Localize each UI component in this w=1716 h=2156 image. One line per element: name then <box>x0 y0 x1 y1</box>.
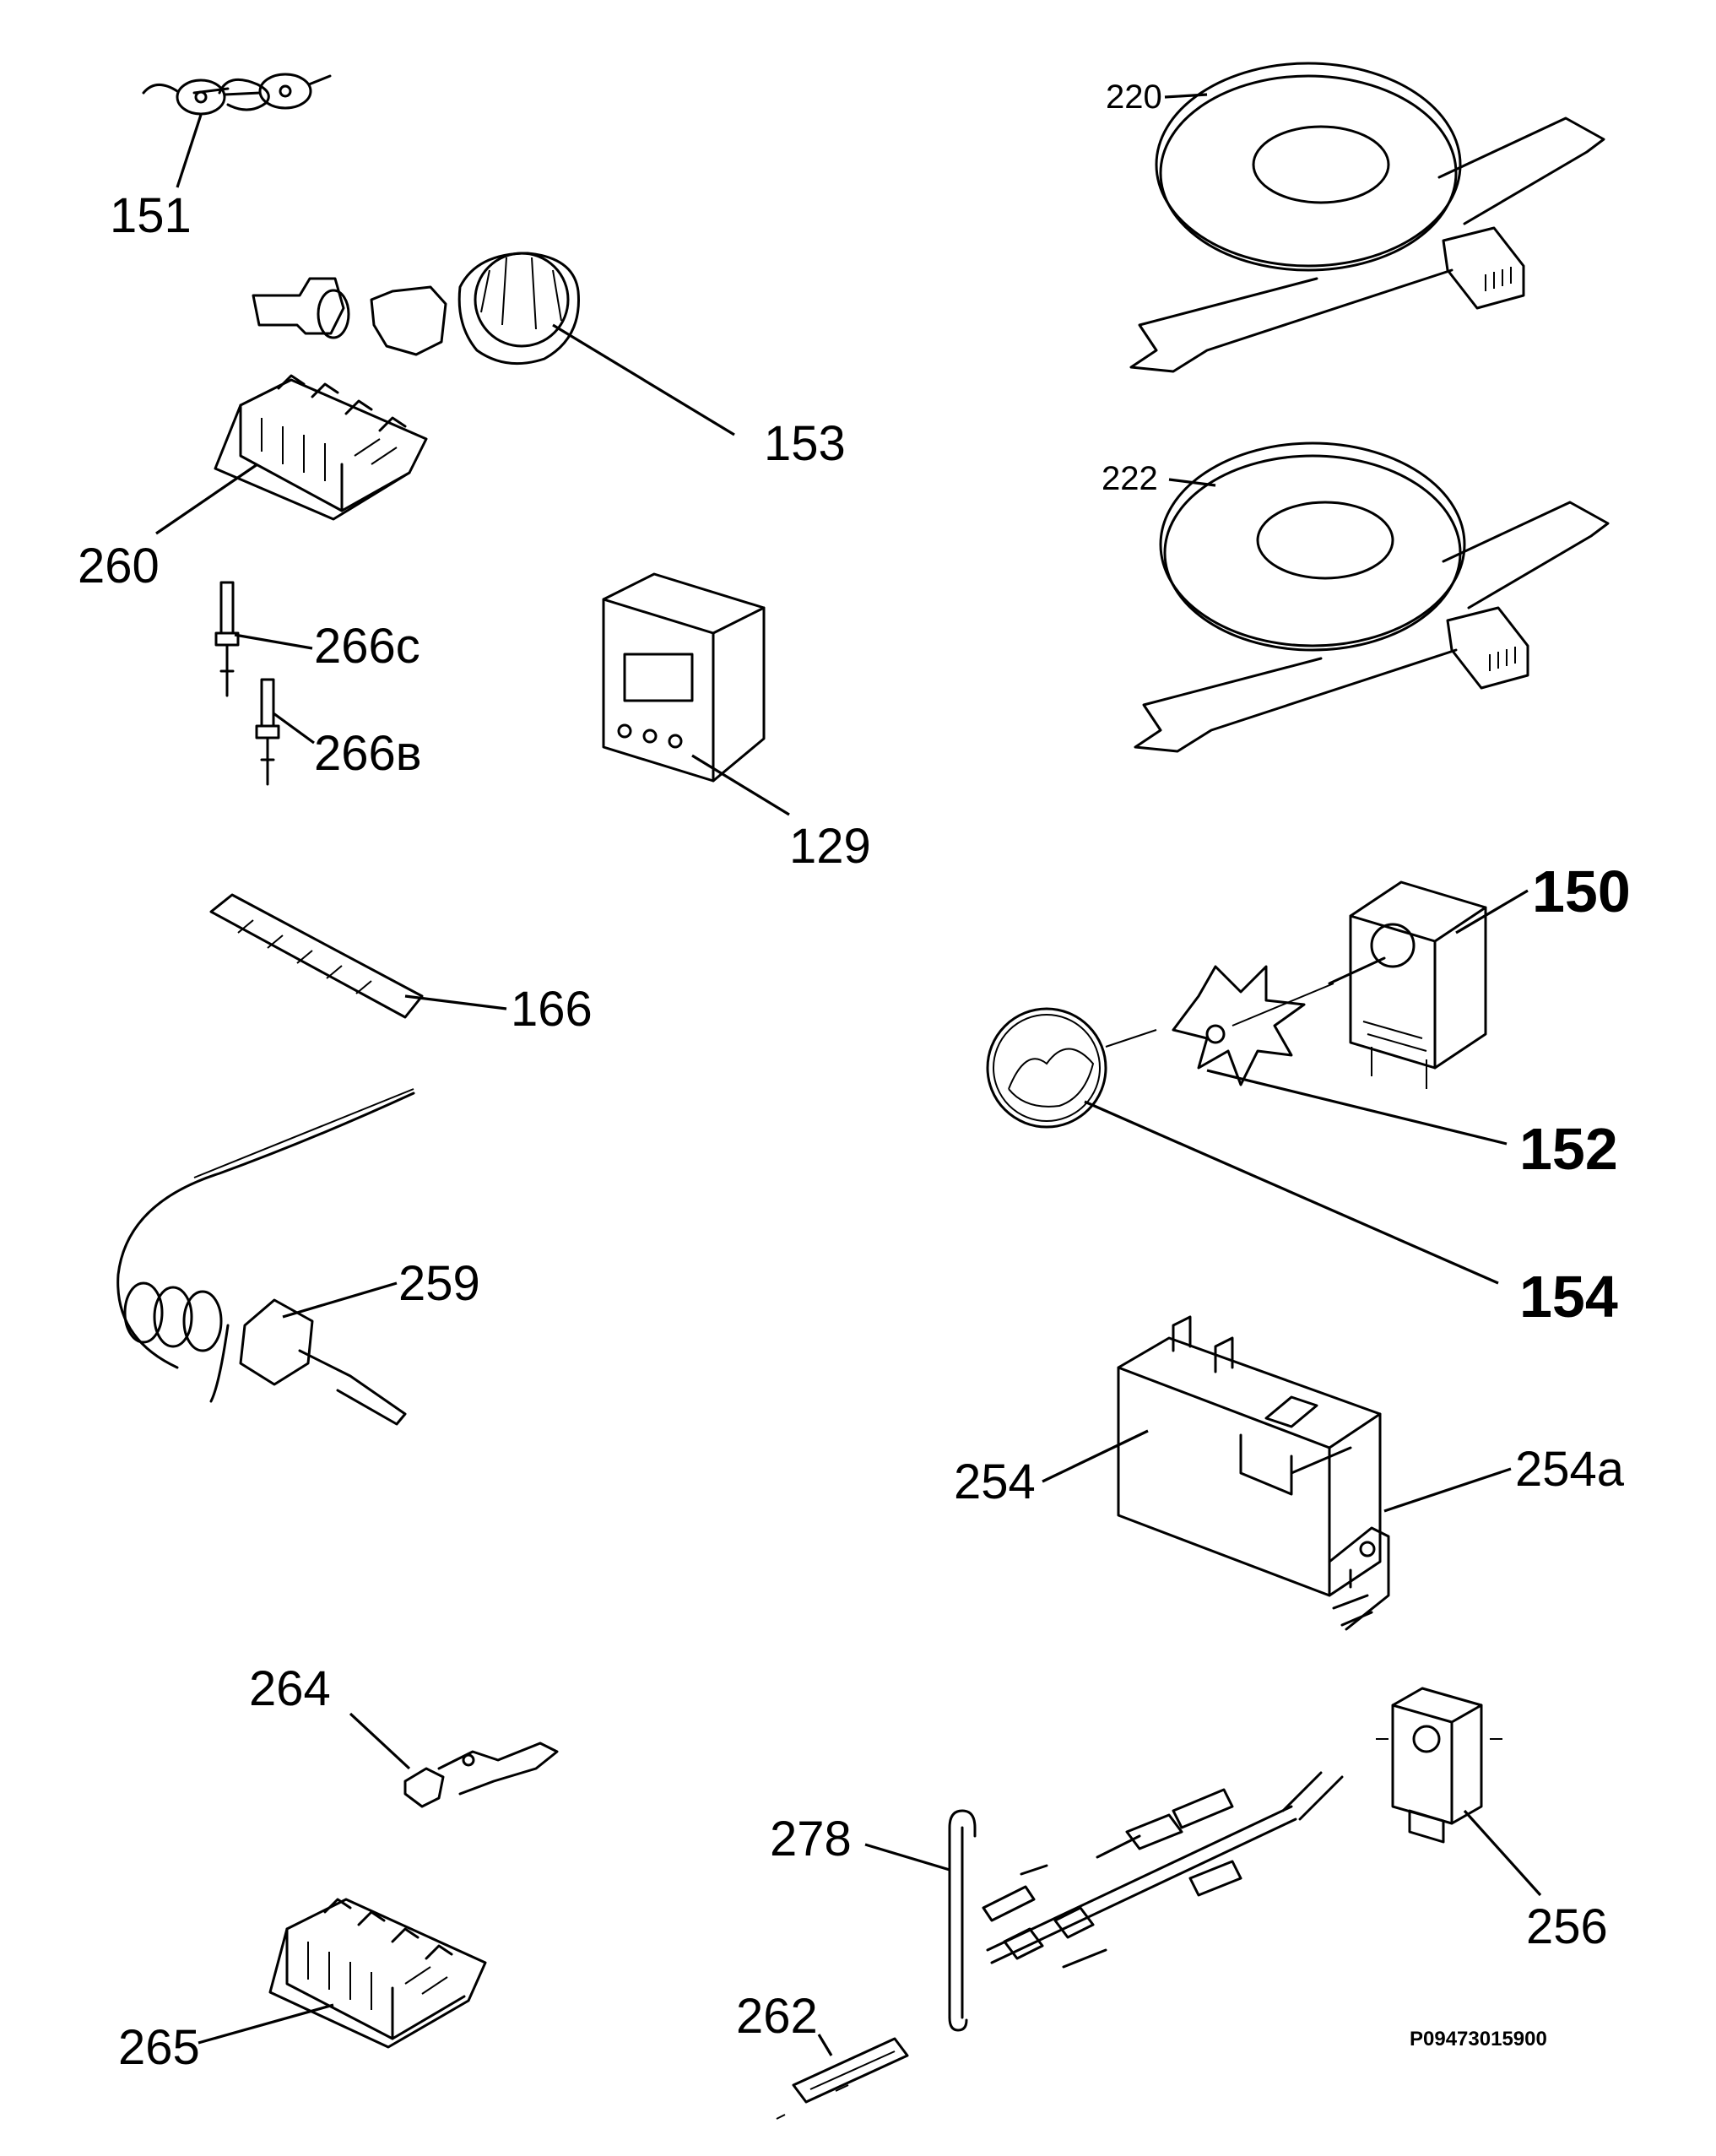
label-260: 260 <box>78 539 160 593</box>
part-151-drawing <box>142 73 332 116</box>
leader-152 <box>1206 1069 1508 1146</box>
leader-222 <box>1168 478 1216 487</box>
label-254a: 254a <box>1515 1442 1625 1497</box>
label-266b: 266в <box>314 726 422 781</box>
leader-150 <box>1455 889 1529 934</box>
leader-259 <box>282 1281 398 1319</box>
part-259-drawing <box>116 1088 415 1426</box>
label-152: 152 <box>1519 1116 1618 1182</box>
leader-129 <box>691 754 790 816</box>
leader-260 <box>155 463 258 535</box>
label-150: 150 <box>1532 859 1631 924</box>
leader-254 <box>1042 1429 1149 1483</box>
leader-264 <box>349 1712 411 1770</box>
leader-153 <box>552 323 735 436</box>
label-222: 222 <box>1102 460 1158 497</box>
part-129-drawing <box>602 572 766 783</box>
leader-266b <box>273 712 315 745</box>
leader-151 <box>176 114 203 188</box>
part-150-drawing <box>1328 880 1487 1089</box>
part-152-drawing <box>1172 965 1334 1086</box>
label-256: 256 <box>1526 1899 1608 1954</box>
label-278: 278 <box>770 1812 852 1866</box>
leader-262 <box>817 2034 833 2056</box>
part-278-drawing <box>948 1809 977 2032</box>
part-260-drawing <box>214 374 428 521</box>
part-166-drawing <box>209 893 424 1019</box>
part-266b-drawing <box>255 678 280 786</box>
leader-254a <box>1383 1467 1512 1513</box>
label-259: 259 <box>398 1256 480 1311</box>
part-254-drawing <box>1117 1315 1390 1631</box>
part-265-drawing <box>268 1898 487 2049</box>
gas-rail-drawing <box>982 1771 1344 1969</box>
label-154: 154 <box>1519 1264 1618 1330</box>
part-256-drawing <box>1376 1687 1502 1844</box>
leader-278 <box>864 1843 950 1872</box>
part-222-drawing <box>1134 441 1610 753</box>
leader-154 <box>1084 1100 1499 1285</box>
label-129: 129 <box>789 819 871 874</box>
label-266c: 266c <box>314 619 420 674</box>
leader-256 <box>1463 1809 1542 1897</box>
label-264: 264 <box>249 1661 331 1716</box>
leader-166 <box>404 994 507 1010</box>
diagram-code: P09473015900 <box>1410 2028 1547 2050</box>
label-254: 254 <box>954 1454 1036 1509</box>
leader-265 <box>198 2003 334 2045</box>
label-265: 265 <box>118 2020 200 2075</box>
part-153-drawing <box>252 252 580 366</box>
part-154-drawing <box>986 1007 1157 1129</box>
label-153: 153 <box>764 416 846 471</box>
label-166: 166 <box>511 982 593 1037</box>
part-220-drawing <box>1129 62 1605 373</box>
part-262-drawing <box>776 2037 909 2120</box>
part-264-drawing <box>403 1742 559 1808</box>
leader-220 <box>1164 93 1208 99</box>
label-220: 220 <box>1106 79 1162 116</box>
leader-266c <box>234 633 313 650</box>
label-262: 262 <box>736 1989 818 2044</box>
label-151: 151 <box>110 188 192 243</box>
part-266c-drawing <box>214 581 240 697</box>
